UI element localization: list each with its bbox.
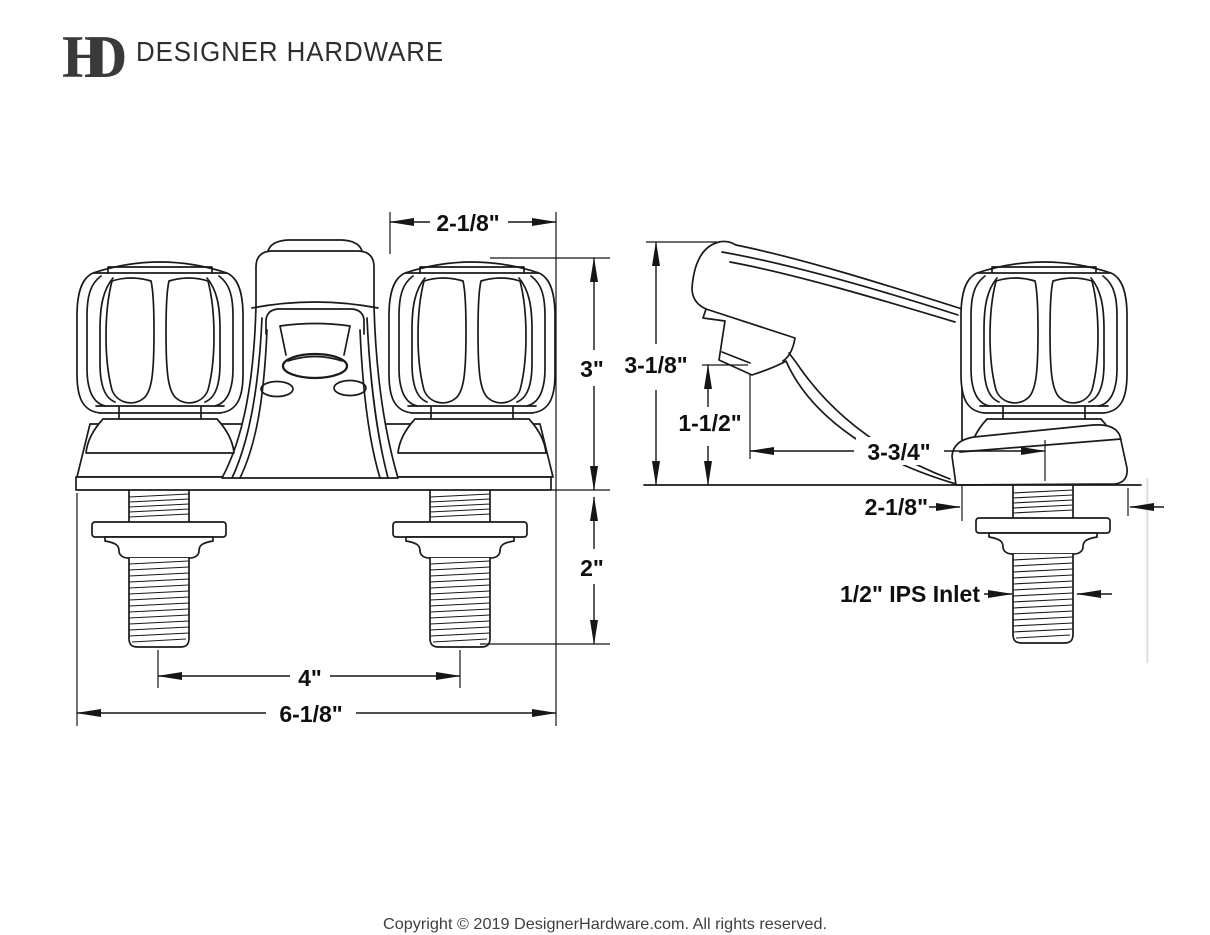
front-view-drawing [75, 239, 556, 648]
dim-overall-height: 3-1/8" [616, 241, 717, 486]
logo-monogram-d: D [84, 24, 127, 90]
dim-shank-length: 2" [480, 496, 612, 645]
dim-faucet-height: 3" [490, 257, 612, 491]
svg-text:3": 3" [580, 356, 604, 382]
dim-handle-width: 2-1/8" [389, 206, 557, 726]
shank-right [392, 489, 528, 648]
spout-side [691, 240, 963, 485]
copyright-text: Copyright © 2019 DesignerHardware.com. A… [383, 916, 827, 933]
svg-text:1-1/2": 1-1/2" [678, 410, 741, 436]
svg-text:3-3/4": 3-3/4" [867, 439, 930, 465]
escutcheon-oval-right [333, 379, 367, 397]
brand-header: H D DESIGNER HARDWARE [62, 24, 444, 90]
brand-name: DESIGNER HARDWARE [136, 36, 444, 67]
logo-monogram-h: H [62, 24, 109, 90]
dim-spout-reach: 3-3/4" [749, 374, 1046, 481]
svg-text:6-1/8": 6-1/8" [279, 701, 342, 727]
aerator-ring [281, 352, 349, 380]
svg-text:3-1/8": 3-1/8" [624, 352, 687, 378]
shank-left [91, 489, 227, 648]
escutcheon-oval-left [260, 380, 294, 398]
svg-text:2-1/8": 2-1/8" [865, 494, 928, 520]
dim-base-depth: 2-1/8" [865, 484, 1164, 521]
handle-knob-left [76, 261, 244, 454]
handle-knob-right [388, 261, 556, 454]
svg-text:4": 4" [298, 665, 322, 691]
spout-front [221, 239, 399, 479]
shank-side [975, 485, 1111, 644]
svg-text:2": 2" [580, 555, 604, 581]
base-plate [75, 476, 552, 491]
dim-overall-width: 6-1/8" [76, 493, 557, 729]
dim-spout-clearance: 1-1/2" [676, 364, 748, 486]
svg-text:2-1/8": 2-1/8" [436, 210, 499, 236]
side-view-drawing [643, 240, 1149, 663]
dim-inlet: 1/2" IPS Inlet [840, 581, 1112, 607]
inlet-label: 1/2" IPS Inlet [840, 581, 980, 607]
dim-faucet-centers: 4" [157, 650, 461, 691]
scan-artifact [1146, 478, 1149, 663]
dimension-annotations: 2-1/8" 3" 2" 4" [76, 206, 1164, 729]
